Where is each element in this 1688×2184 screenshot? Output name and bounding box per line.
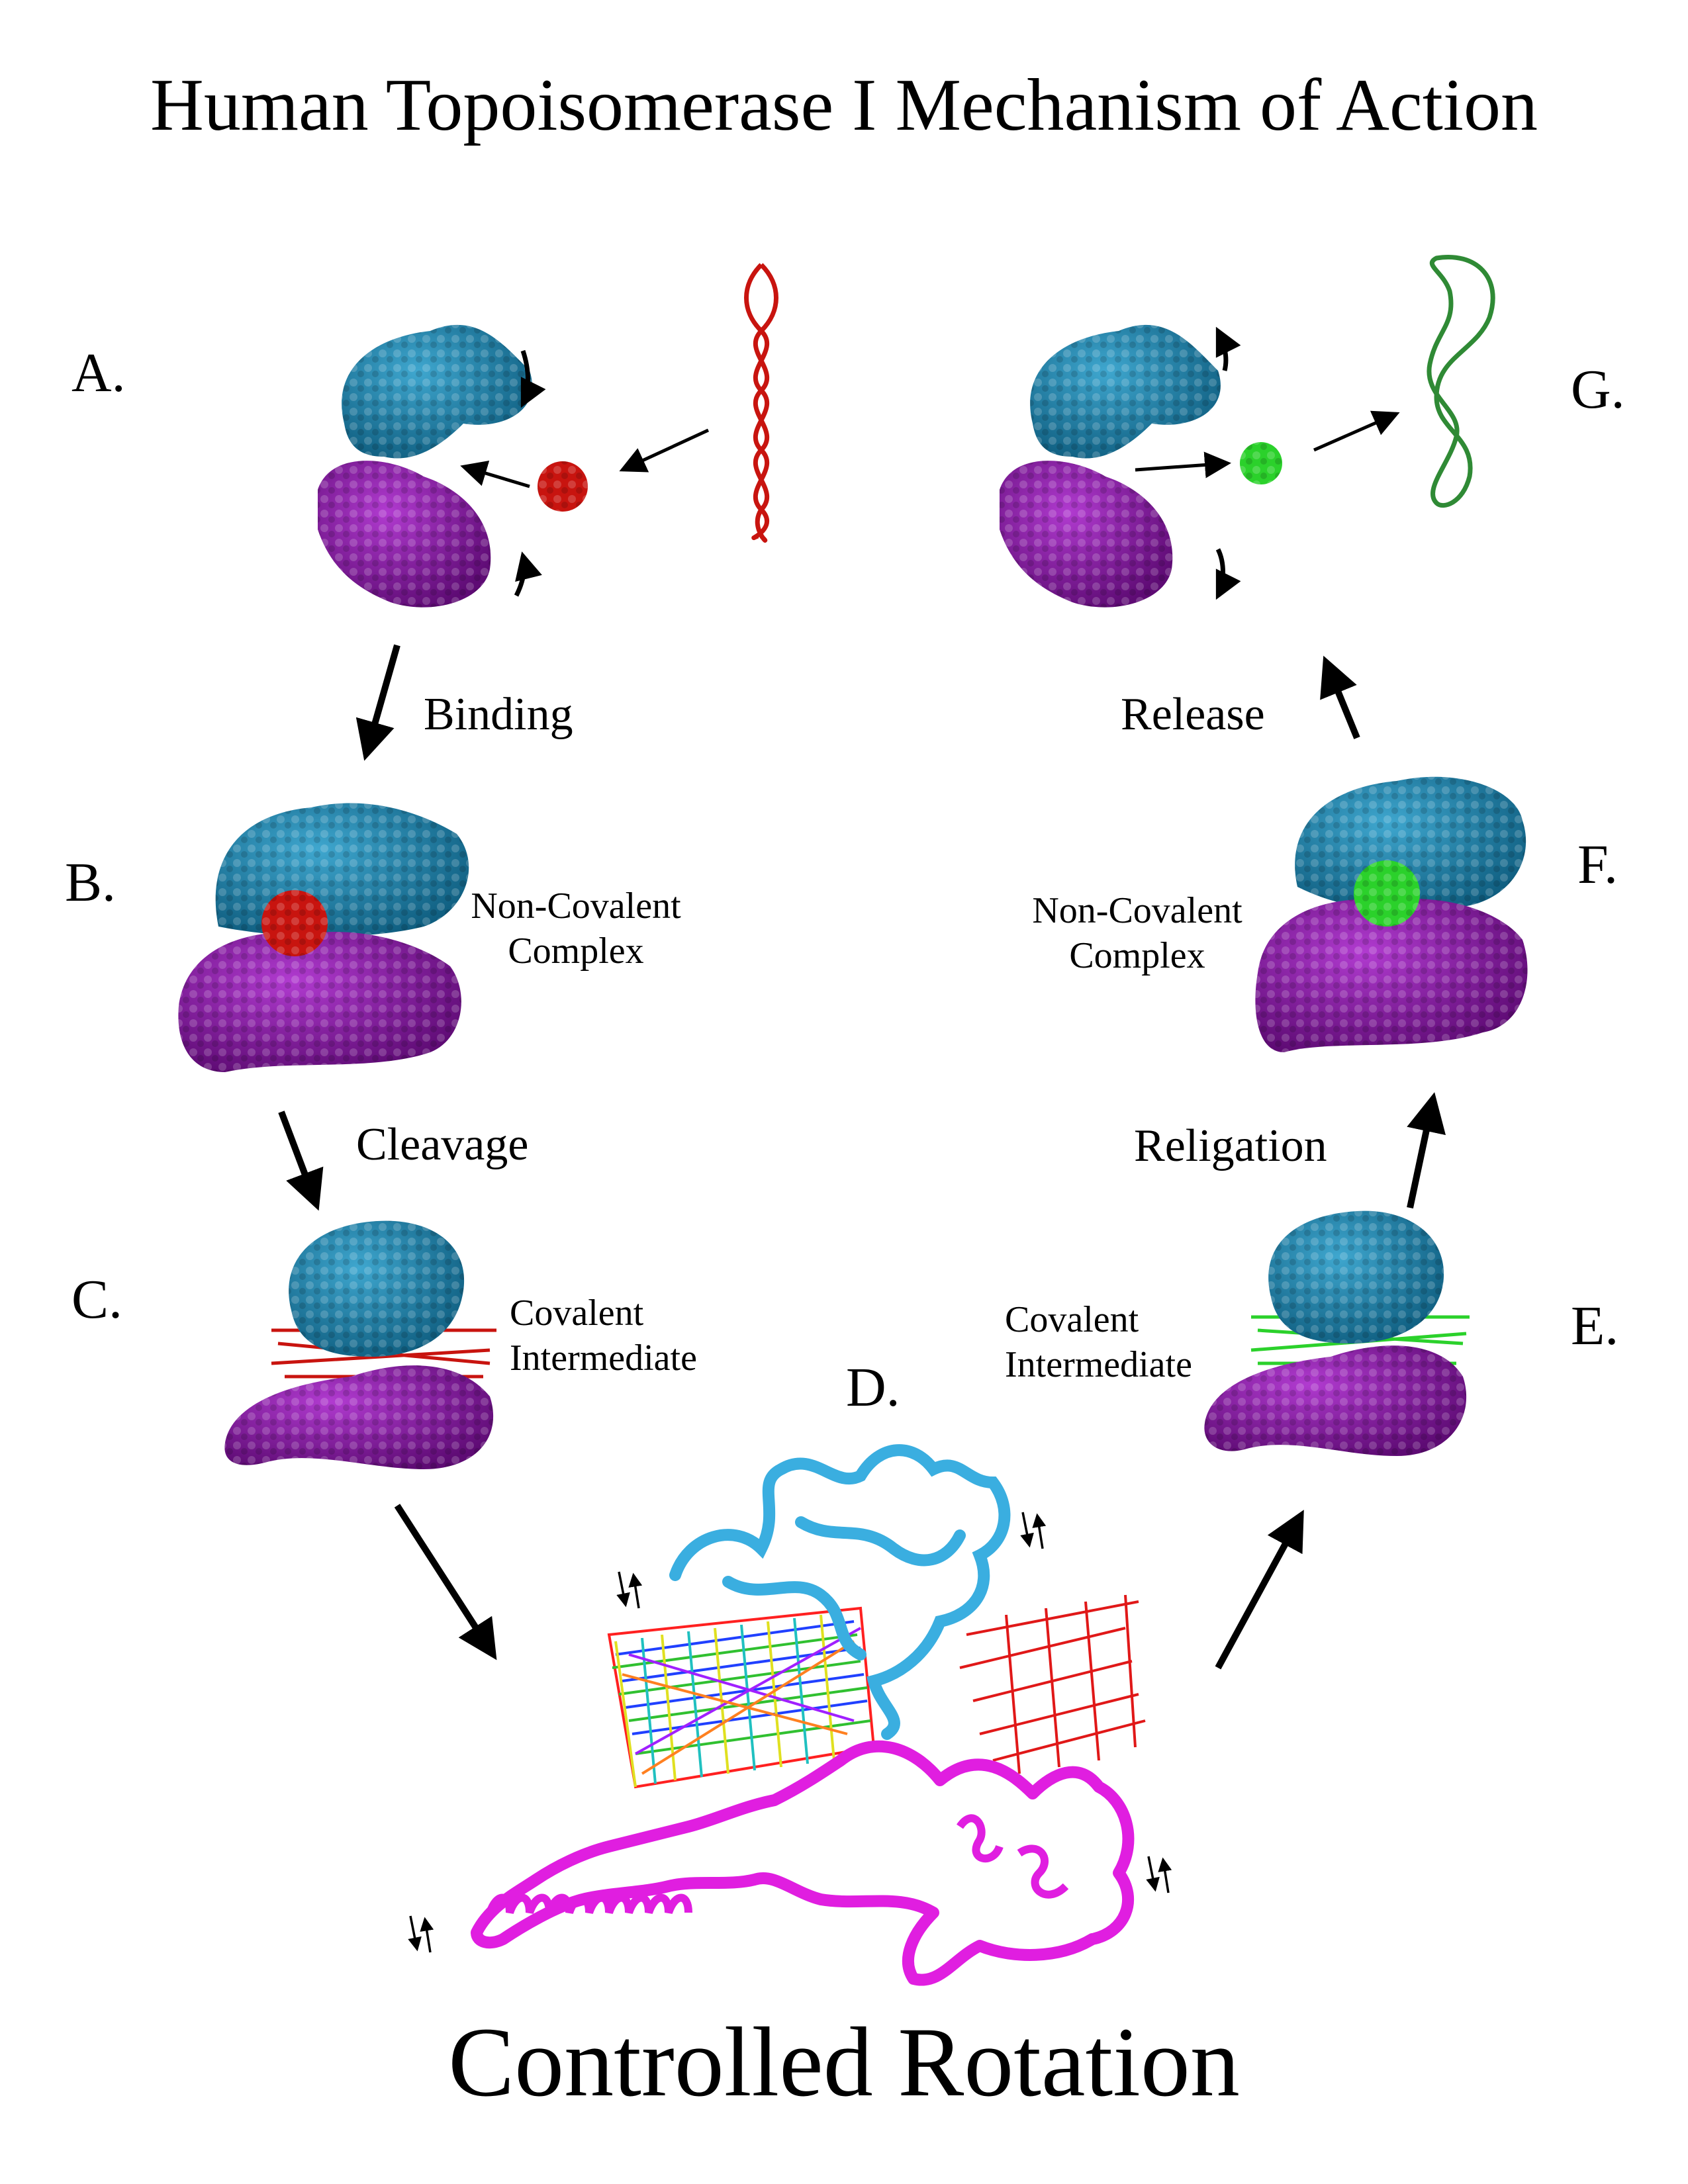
- panel-e-intermediate: [1204, 1210, 1470, 1456]
- state-label-b: Non-Covalent Complex: [450, 884, 702, 974]
- panel-a-supercoiled-dna: [744, 263, 778, 543]
- state-label-f-line2: Complex: [1069, 935, 1205, 976]
- rotation-arrows-1: [616, 1571, 643, 1609]
- arrow-to-rotation: [394, 1504, 497, 1661]
- arrow-globule-to-enzyme: [460, 460, 530, 488]
- state-label-b-line1: Non-Covalent: [471, 886, 681, 927]
- panel-g-dna-globule: [1240, 442, 1282, 484]
- cap-ribbon: [669, 1444, 1011, 1740]
- arrow-globule-to-dna: [1313, 410, 1400, 452]
- step-binding: Binding: [424, 689, 573, 740]
- panel-label-e: E.: [1571, 1295, 1619, 1357]
- step-cleavage: Cleavage: [356, 1119, 529, 1170]
- arrow-cleavage: [278, 1111, 324, 1211]
- panel-label-d: D.: [846, 1357, 900, 1418]
- page-title: Human Topoisomerase I Mechanism of Actio…: [150, 64, 1538, 146]
- arrow-religation: [1407, 1092, 1446, 1209]
- curved-arrow-a-top: [520, 349, 546, 408]
- state-label-f: Non-Covalent Complex: [1011, 888, 1263, 978]
- curved-arrow-g-bottom: [1215, 548, 1241, 600]
- panel-g-enzyme: [1000, 324, 1221, 608]
- rotation-arrows-4: [408, 1915, 434, 1953]
- panel-f-complex: [1255, 776, 1528, 1052]
- panel-g-relaxed-dna: [1427, 255, 1495, 508]
- panel-a-dna-globule: [538, 461, 588, 512]
- step-release: Release: [1121, 689, 1265, 740]
- panel-d-structure: [408, 1444, 1172, 1986]
- panel-c-intermediate: [224, 1220, 496, 1469]
- red-dna-segment: [959, 1594, 1146, 1774]
- step-religation: Religation: [1134, 1120, 1327, 1171]
- state-label-e-line1: Covalent: [1005, 1299, 1139, 1340]
- state-label-e-line2: Intermediate: [1005, 1344, 1192, 1385]
- state-label-c-line1: Covalent: [510, 1293, 644, 1334]
- core-helix-coils: [486, 1814, 1069, 1915]
- arrow-from-rotation: [1215, 1510, 1304, 1670]
- state-label-c-line2: Intermediate: [510, 1338, 697, 1379]
- curved-arrow-a-bottom: [514, 551, 542, 597]
- panel-label-b: B.: [65, 852, 117, 913]
- panel-b-complex: [178, 803, 469, 1072]
- panel-label-g: G.: [1571, 359, 1625, 420]
- rotation-arrows-3: [1146, 1856, 1172, 1893]
- state-label-f-line1: Non-Covalent: [1032, 890, 1243, 931]
- controlled-rotation-label: Controlled Rotation: [448, 2007, 1240, 2117]
- panel-label-f: F.: [1577, 834, 1618, 895]
- panel-a-enzyme: [318, 324, 532, 608]
- curved-arrow-g-top: [1215, 326, 1241, 371]
- panel-label-a: A.: [71, 342, 126, 404]
- arrow-dna-to-globule: [619, 428, 710, 473]
- arrow-binding: [355, 644, 400, 761]
- state-label-c: Covalent Intermediate: [510, 1291, 761, 1381]
- rotation-arrows-2: [1020, 1512, 1047, 1549]
- state-label-b-line2: Complex: [508, 931, 644, 972]
- arrow-enzyme-to-globule: [1135, 451, 1231, 478]
- arrow-release: [1320, 655, 1360, 739]
- state-label-e: Covalent Intermediate: [1005, 1297, 1256, 1387]
- core-ribbon: [471, 1740, 1135, 1986]
- panel-label-c: C.: [71, 1269, 123, 1330]
